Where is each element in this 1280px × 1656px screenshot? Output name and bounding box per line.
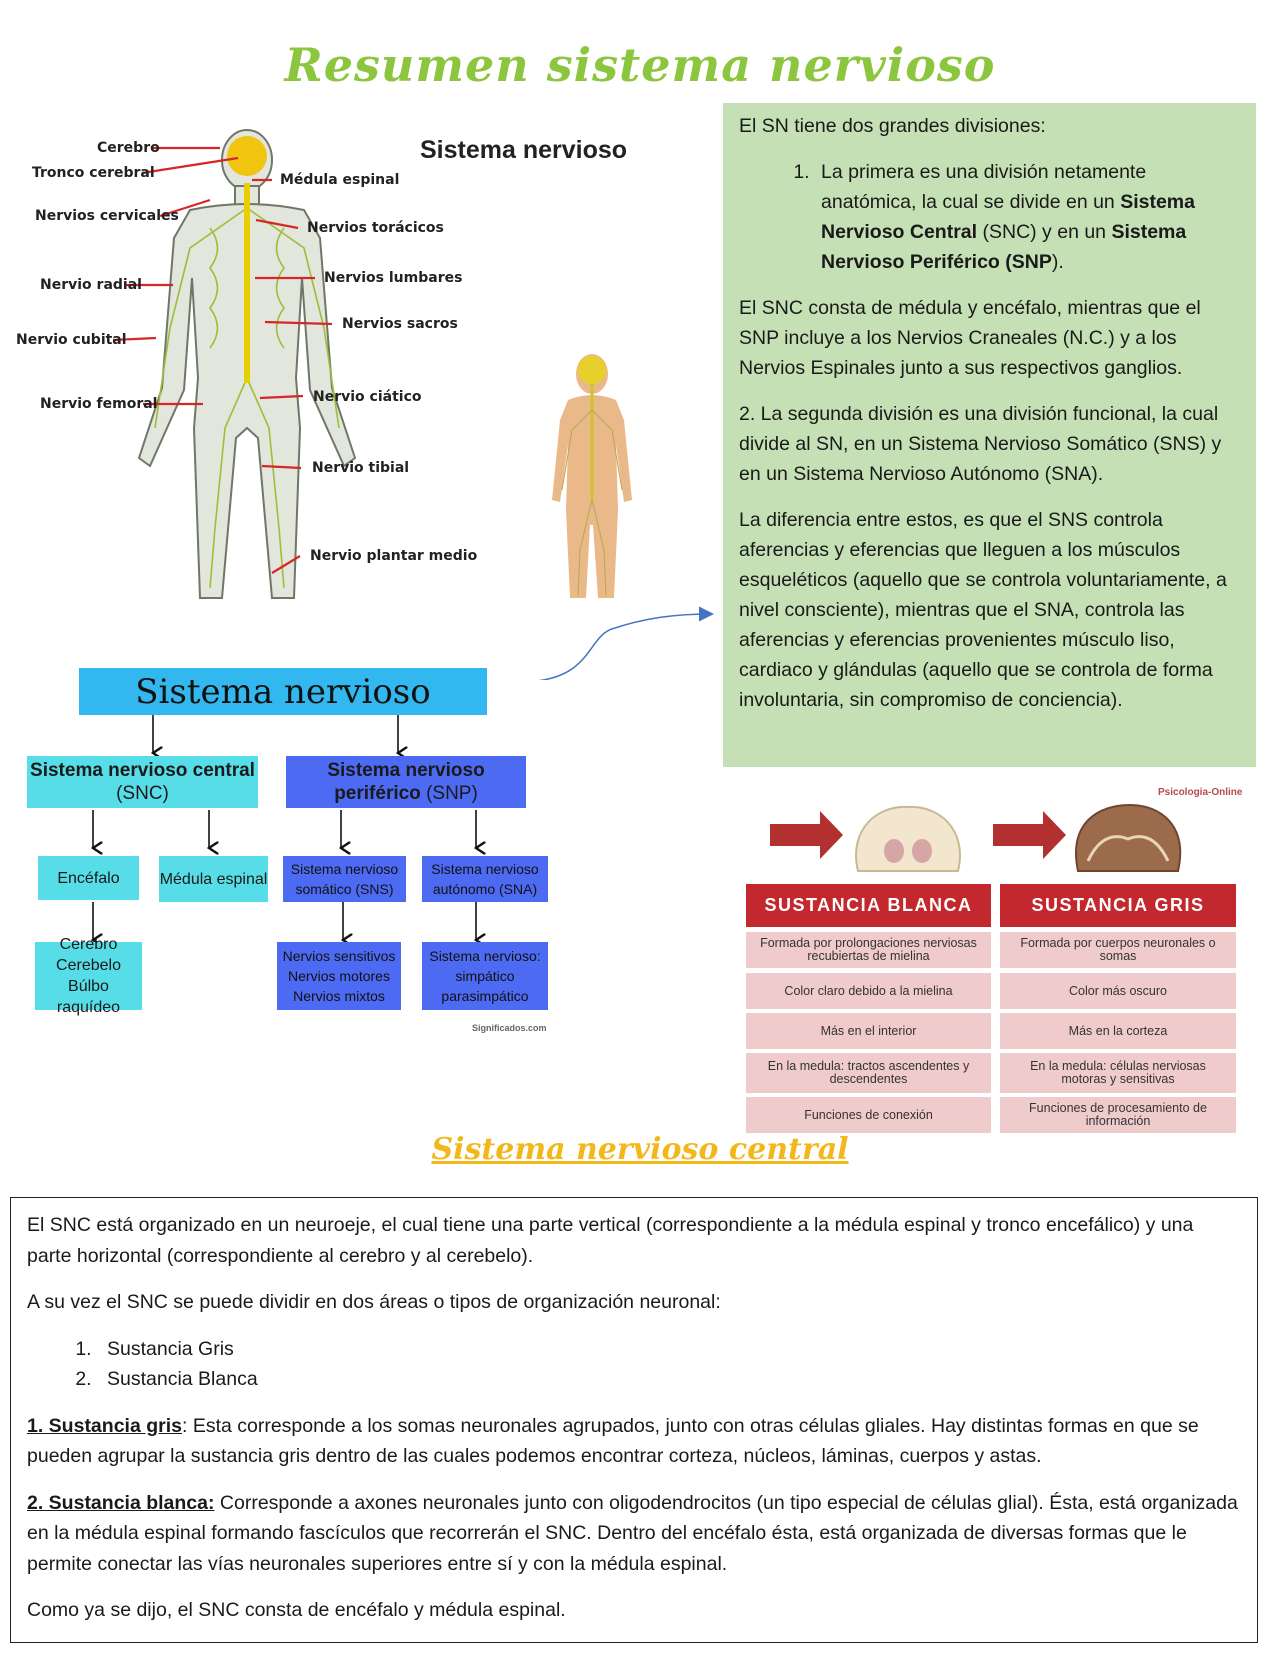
blanca-cell: En la medula: tractos ascendentes y desc… (746, 1053, 991, 1093)
gris-cell: En la medula: células nerviosas motoras … (1000, 1053, 1236, 1093)
header-sustancia-gris: SUSTANCIA GRIS (1000, 884, 1236, 927)
snc-conclusion: Como ya se dijo, el SNC consta de encéfa… (27, 1599, 566, 1621)
label-nervio-radial: Nervio radial (40, 277, 142, 293)
label-nervios-lumbares: Nervios lumbares (324, 270, 463, 286)
list-item: Sustancia Blanca (97, 1364, 1241, 1395)
gris-cell: Color más oscuro (1000, 973, 1236, 1009)
label-nervio-femoral: Nervio femoral (40, 396, 158, 412)
org-node-sns: Sistema nervioso somático (SNS) (283, 856, 406, 902)
division-anatomical: La primera es una división netamente ana… (815, 157, 1236, 277)
org-node-snc: Sistema nervioso central (SNC) (27, 756, 258, 808)
sns-sna-difference: La diferencia entre estos, es que el SNS… (739, 509, 1227, 711)
body-figure-illustration (112, 129, 357, 599)
arrow-connector (537, 606, 714, 680)
blanca-cell: Formada por prolongaciones nerviosas rec… (746, 932, 991, 968)
divisions-intro: El SN tiene dos grandes divisiones: (739, 115, 1046, 137)
org-node-nervios: Nervios sensitivos Nervios motores Nervi… (277, 942, 401, 1010)
label-nervio-ciatico: Nervio ciático (313, 389, 422, 405)
header-sustancia-blanca: SUSTANCIA BLANCA (746, 884, 991, 927)
org-node-medula: Médula espinal (159, 856, 268, 902)
org-node-sna: Sistema nervioso autónomo (SNA) (422, 856, 548, 902)
gris-cell: Formada por cuerpos neuronales o somas (1000, 932, 1236, 968)
org-node-snp: Sistema nervioso periférico (SNP) (286, 756, 526, 808)
snc-description-box: El SNC está organizado en un neuroeje, e… (10, 1197, 1258, 1643)
sustancia-blanca-paragraph: 2. Sustancia blanca: Corresponde a axone… (27, 1491, 1238, 1575)
label-cerebro: Cerebro (97, 140, 160, 156)
org-node-encefalo: Encéfalo (38, 856, 139, 900)
list-item: Sustancia Gris (97, 1334, 1241, 1365)
label-nervio-cubital: Nervio cubital (16, 332, 127, 348)
page-title: Resumen sistema nervioso (284, 38, 996, 92)
gris-cell: Funciones de procesamiento de informació… (1000, 1097, 1236, 1133)
snc-areas-intro: A su vez el SNC se puede dividir en dos … (27, 1291, 721, 1313)
label-nervios-toracicos: Nervios torácicos (307, 220, 444, 236)
blanca-cell: Color claro debido a la mielina (746, 973, 991, 1009)
divisions-summary-box: El SN tiene dos grandes divisiones: La p… (723, 103, 1256, 767)
snc-snp-description: El SNC consta de médula y encéfalo, mien… (739, 297, 1201, 379)
blanca-cell: Más en el interior (746, 1013, 991, 1049)
org-node-sistema-nervioso: Sistema nervioso (79, 668, 487, 715)
org-chart-connectors (0, 715, 560, 1000)
section-title: Sistema nervioso central (431, 1132, 849, 1167)
label-nervio-tibial: Nervio tibial (312, 460, 410, 476)
gris-cell: Más en la corteza (1000, 1013, 1236, 1049)
snc-neuroeje-paragraph: El SNC está organizado en un neuroeje, e… (27, 1214, 1194, 1267)
diagram-title: Sistema nervioso (420, 136, 628, 164)
org-chart-credit: Significados.com (472, 1023, 547, 1033)
label-tronco-cerebral: Tronco cerebral (32, 165, 155, 181)
back-figure-illustration (552, 354, 632, 598)
sustancia-gris-paragraph: 1. Sustancia gris: Esta corresponde a lo… (27, 1414, 1199, 1468)
label-medula-espinal: Médula espinal (280, 172, 400, 188)
blanca-cell: Funciones de conexión (746, 1097, 991, 1133)
org-node-simpatico: Sistema nervioso: simpático parasimpátic… (422, 942, 548, 1010)
org-node-encefalo-parts: Cerebro Cerebelo Búlbo raquídeo (35, 936, 142, 1016)
table-credit: Psicologia-Online (1158, 787, 1243, 798)
label-nervio-plantar-medio: Nervio plantar medio (310, 548, 478, 564)
arrow-icon (770, 811, 843, 859)
arrow-icon (993, 811, 1066, 859)
white-grey-matter-table: Psicologia-Online SUSTANCIA BLANCA SUSTA… (738, 777, 1258, 1137)
division-functional: 2. La segunda división es una división f… (739, 403, 1222, 485)
label-nervios-sacros: Nervios sacros (342, 316, 458, 332)
label-nervios-cervicales: Nervios cervicales (35, 208, 179, 224)
nervous-system-body-diagram: Sistema nervioso Cerebro Tronco cerebral… (10, 128, 660, 618)
brain-slice-illustrations (770, 803, 1182, 872)
